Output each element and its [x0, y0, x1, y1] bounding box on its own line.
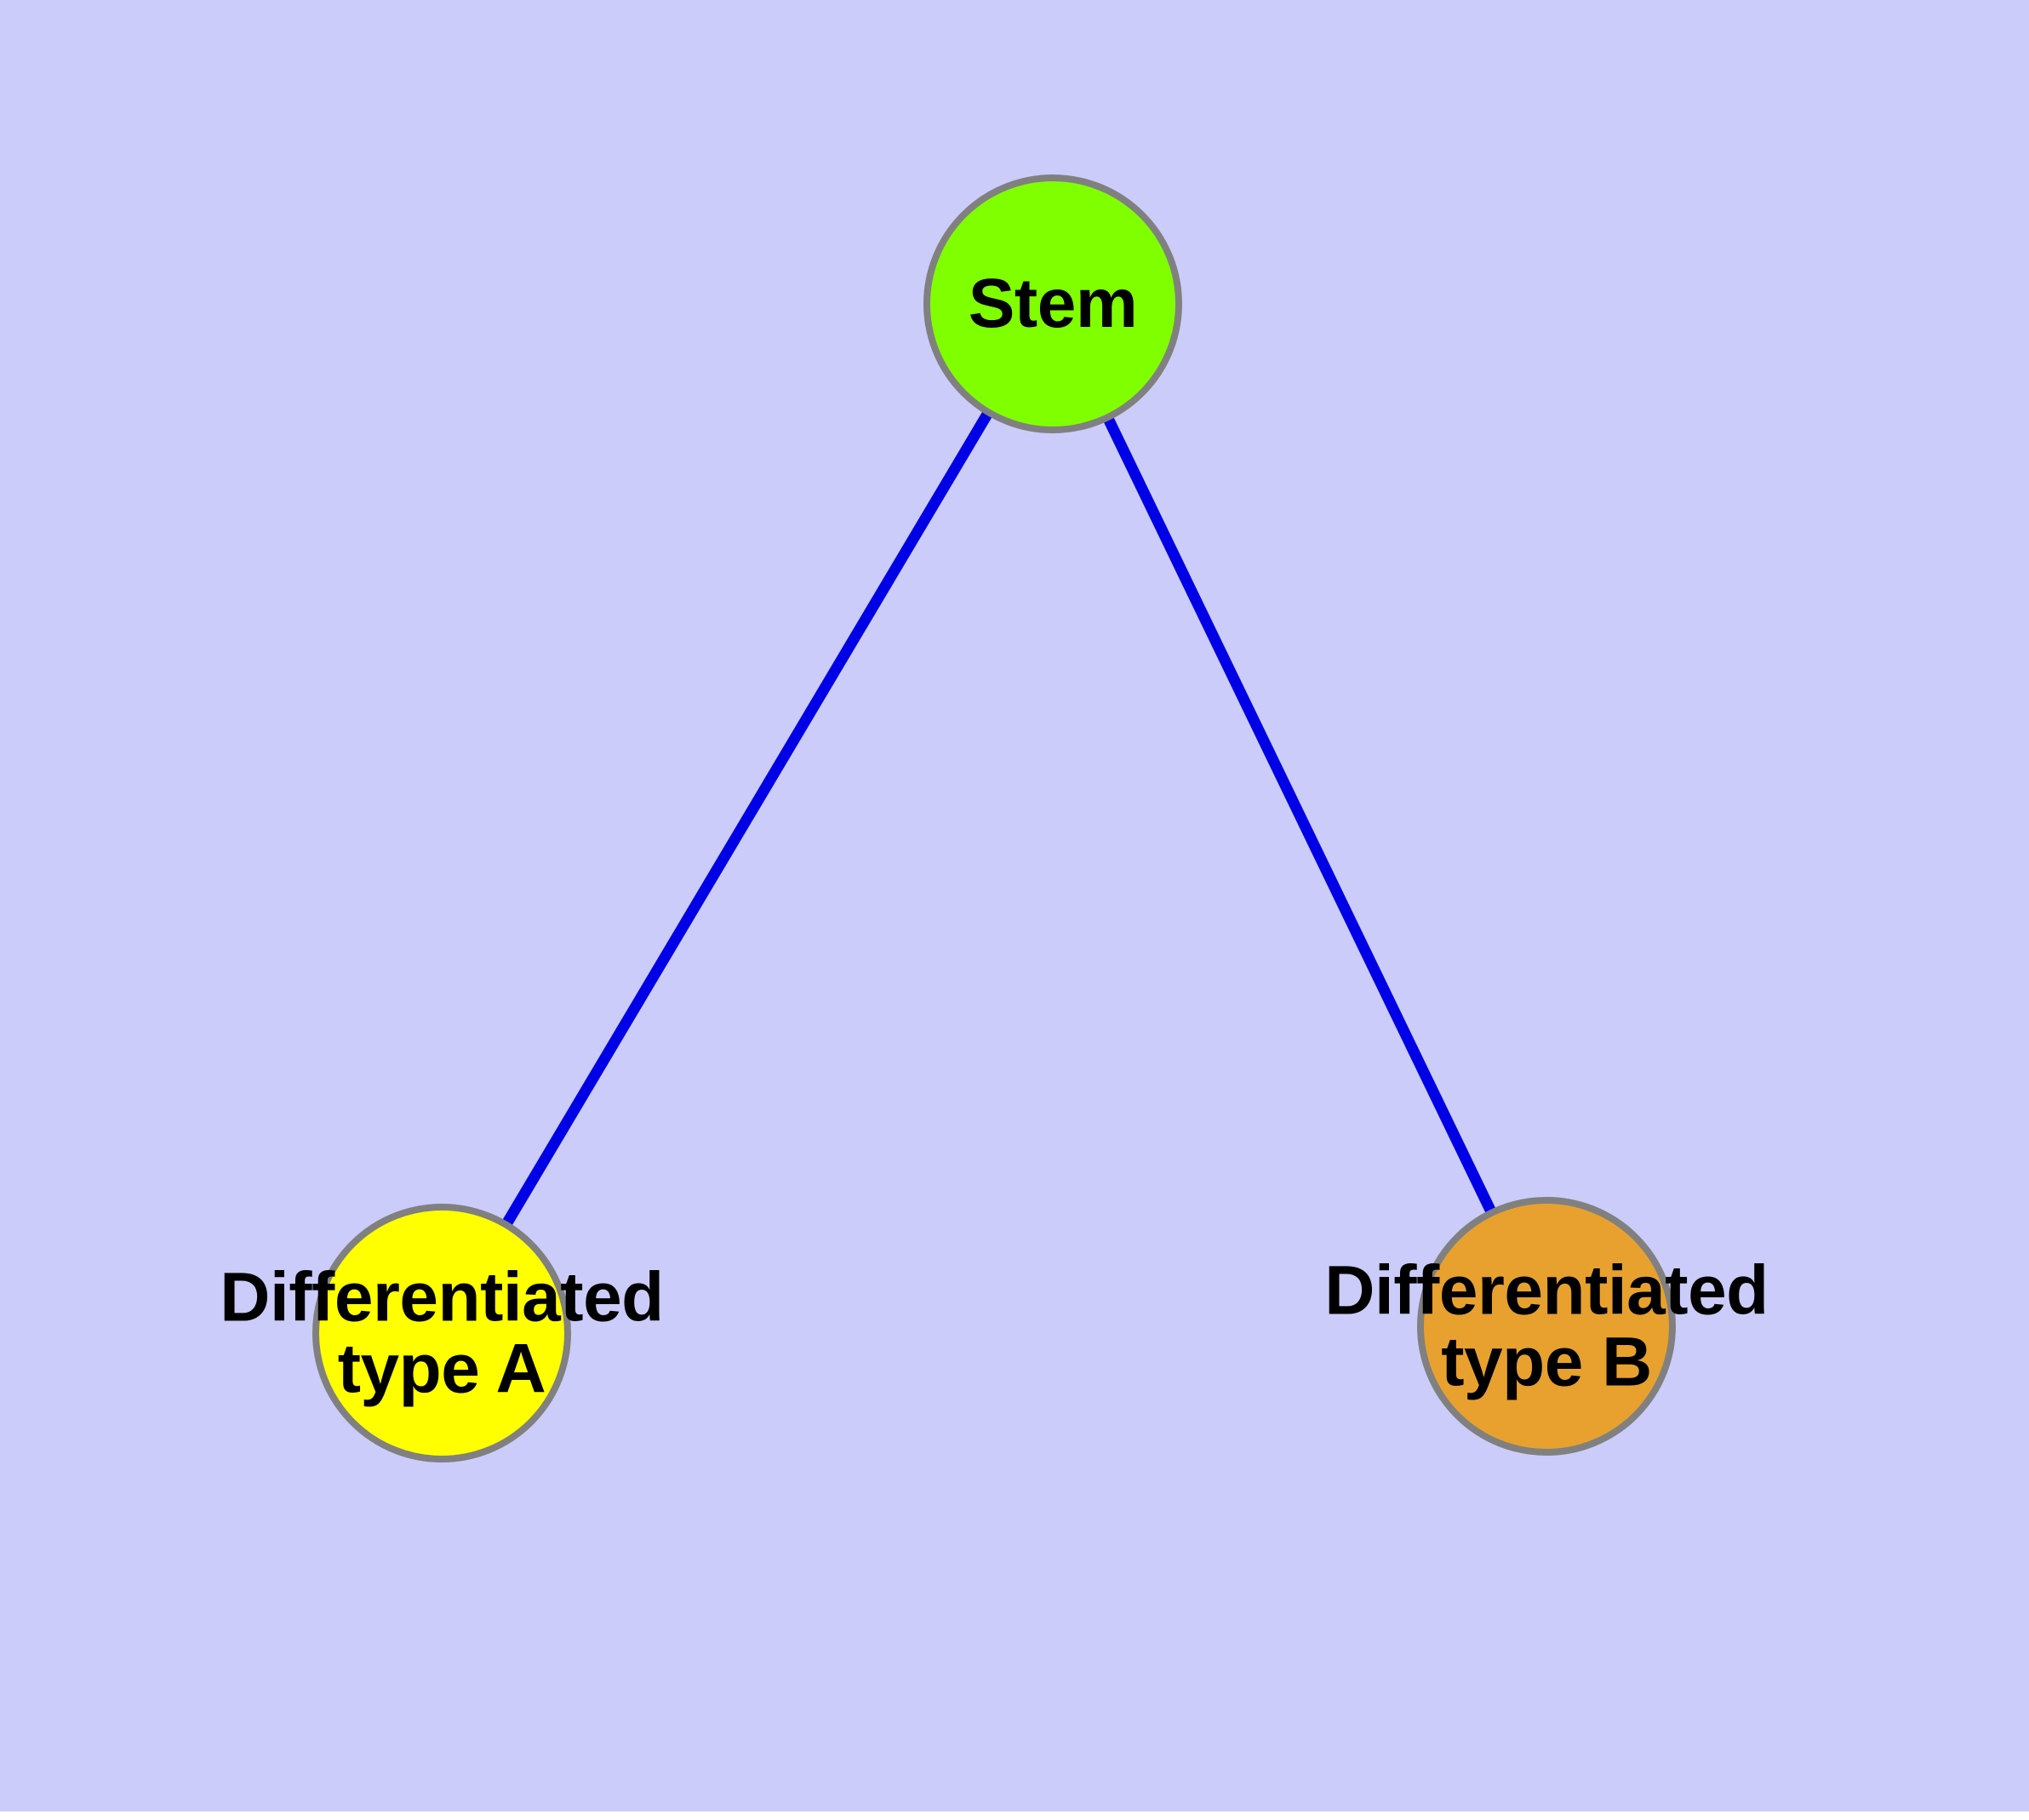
- graph-edge[interactable]: [499, 406, 996, 1231]
- node-layer: [312, 175, 1676, 1462]
- edge-layer: [499, 406, 1499, 1231]
- graph-node-diff_b[interactable]: [1417, 1197, 1676, 1456]
- graph-node-diff_a[interactable]: [312, 1204, 571, 1462]
- graph-node-stem[interactable]: [923, 175, 1182, 433]
- graph-edge[interactable]: [1100, 411, 1499, 1219]
